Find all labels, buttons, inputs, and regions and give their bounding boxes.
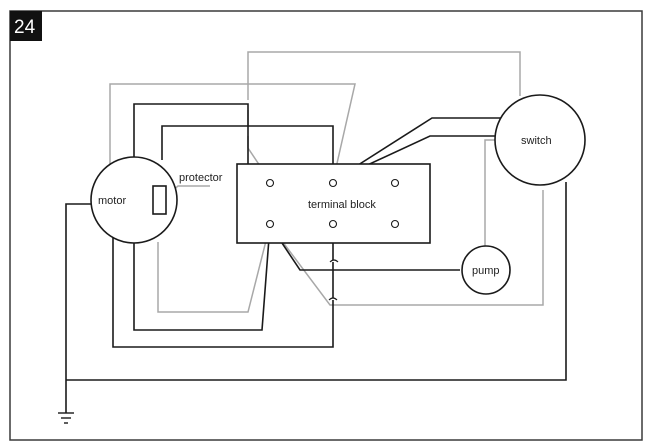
wire-motor-lower-dark-b (112, 220, 334, 348)
motor (90, 156, 178, 244)
terminal-bottom-mid (328, 219, 338, 229)
figure-frame (9, 10, 643, 441)
wire-hop-1 (329, 259, 339, 263)
terminal-bottom-left (265, 219, 275, 229)
wire-top-to-switch (247, 51, 521, 96)
wire-tb-to-switch-a (332, 117, 503, 182)
terminal-bottom-right (390, 219, 400, 229)
terminal-block-label: terminal block (308, 199, 376, 211)
protector (152, 185, 167, 215)
wire-motor-inner-top (161, 125, 334, 181)
pump-label: pump (472, 265, 500, 277)
wire-motor-lower-dark-a (133, 224, 271, 331)
wire-motor-bottom-light (157, 224, 271, 313)
wire-tb-lower-return (269, 190, 544, 306)
wire-ground-bus (66, 182, 567, 381)
wires-light (109, 51, 544, 313)
switch-label: switch (521, 135, 552, 147)
protector-label: protector (179, 172, 223, 184)
terminal-top-left (265, 178, 275, 188)
wire-ground (65, 203, 93, 413)
terminal-block (236, 163, 431, 244)
figure-number-badge (10, 11, 42, 41)
wire-motor-outer-light (109, 83, 356, 182)
terminal-top-mid (328, 178, 338, 188)
wire-hop-2 (328, 297, 338, 301)
terminal-top-right (390, 178, 400, 188)
pump (461, 245, 511, 295)
figure-number: 24 (14, 17, 36, 38)
switch (494, 94, 586, 186)
motor-label: motor (98, 195, 126, 207)
ground-icon (58, 412, 74, 424)
